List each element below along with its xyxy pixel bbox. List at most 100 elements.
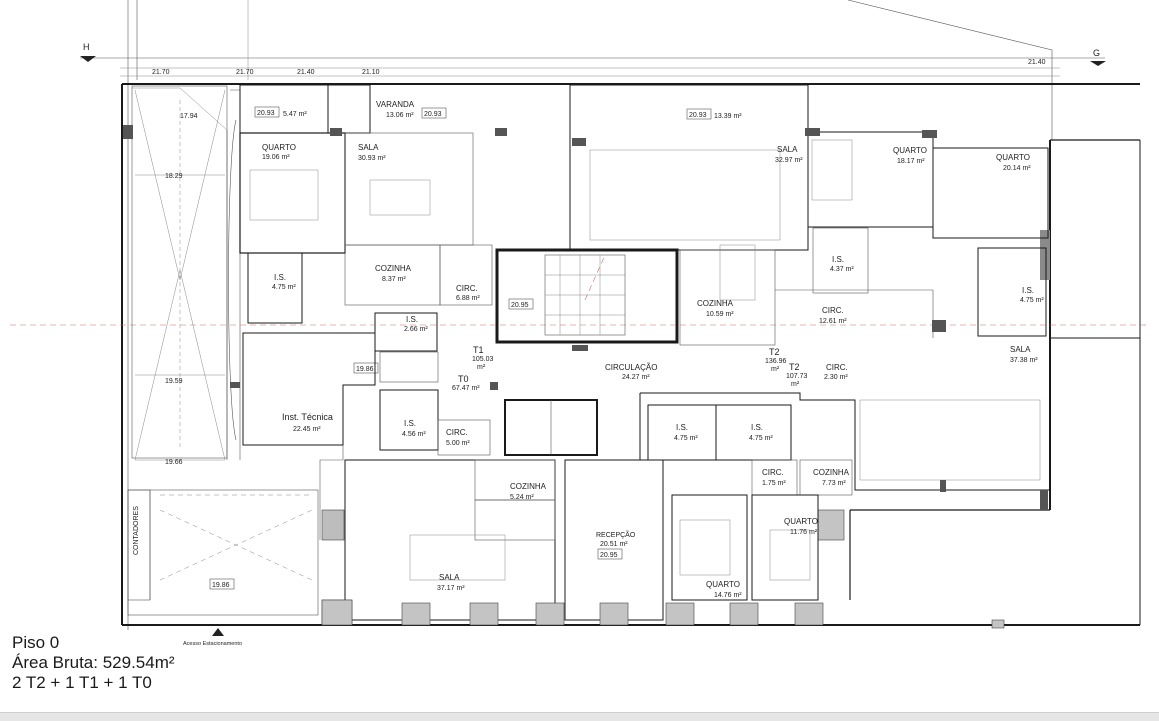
level-label: 19.86 [212, 582, 230, 589]
room-name: I.S. [676, 423, 688, 432]
level-label: 17.94 [180, 113, 198, 120]
room-name: QUARTO [262, 143, 296, 152]
room-name: CIRC. [826, 363, 848, 372]
room-area: 5.00 m² [446, 440, 470, 447]
level-label: 19.66 [165, 459, 183, 466]
room-name: CIRC. [446, 428, 468, 437]
section-marker-h: H [83, 42, 90, 52]
room-area: 4.75 m² [674, 435, 698, 442]
room-area: 1.75 m² [762, 480, 786, 487]
room-name: VARANDA [376, 100, 415, 109]
building-walls [121, 83, 1141, 626]
entrance-arrow-icon [212, 628, 224, 636]
floor-label: Piso 0 [12, 633, 60, 652]
room-area: 4.75 m² [749, 435, 773, 442]
room-area: 20.14 m² [1003, 165, 1031, 172]
level-label: 19.86 [356, 366, 374, 373]
room-area: 136.96 [765, 358, 787, 365]
room-name: QUARTO [893, 146, 927, 155]
contadores-label: CONTADORES [133, 506, 140, 555]
room-name: CIRC. [456, 284, 478, 293]
reception-walls [564, 459, 664, 621]
level-label: 20.95 [600, 552, 618, 559]
level-label: 21.10 [362, 69, 380, 76]
scan-bottom-edge [0, 712, 1159, 721]
room-area: 5.47 m² [283, 111, 307, 118]
level-label: 20.93 [424, 111, 442, 118]
room-area: 22.45 m² [293, 426, 321, 433]
apartment-t2b-walls [639, 392, 1050, 601]
wall-blocks [123, 125, 1048, 510]
room-area: 32.97 m² [775, 157, 803, 164]
typology-label: T1 [473, 345, 484, 355]
room-name: RECEPÇÃO [596, 530, 636, 539]
typology-label: T2 [769, 347, 780, 357]
room-name: CIRCULAÇÃO [605, 363, 657, 372]
typology-label: T0 [458, 374, 469, 384]
room-area: 8.37 m² [382, 276, 406, 283]
room-name: COZINHA [813, 468, 850, 477]
level-label: 20.95 [511, 302, 529, 309]
room-name: I.S. [274, 273, 286, 282]
room-area: 4.37 m² [830, 266, 854, 273]
room-area: 2.30 m² [824, 374, 848, 381]
parking-bay [127, 489, 319, 616]
typology-summary: 2 T2 + 1 T1 + 1 T0 [12, 673, 152, 692]
room-area: 13.39 m² [714, 113, 742, 120]
acesso-label: Acesso Estacionamento [183, 641, 242, 647]
room-name: COZINHA [697, 299, 734, 308]
room-area: m² [791, 381, 800, 388]
room-area: m² [771, 366, 780, 373]
room-name: CIRC. [762, 468, 784, 477]
room-name: I.S. [406, 315, 418, 324]
room-area: 4.75 m² [272, 284, 296, 291]
room-name: Inst. Técnica [282, 412, 333, 422]
room-name: SALA [1010, 345, 1031, 354]
level-label: 21.70 [236, 69, 254, 76]
room-area: 13.06 m² [386, 112, 414, 119]
room-area: 67.47 m² [452, 385, 480, 392]
apartment-t1-walls [239, 84, 493, 383]
room-name: I.S. [404, 419, 416, 428]
level-label: 21.40 [1028, 59, 1046, 66]
level-label: 21.40 [297, 69, 315, 76]
level-label: 20.93 [689, 112, 707, 119]
room-area: 37.38 m² [1010, 357, 1038, 364]
room-name: QUARTO [706, 580, 740, 589]
room-area: 107.73 [786, 373, 808, 380]
stair-core [495, 248, 679, 456]
room-area: 4.75 m² [1020, 297, 1044, 304]
room-area: 24.27 m² [622, 374, 650, 381]
room-name: I.S. [1022, 286, 1034, 295]
parking-ramp [131, 85, 241, 461]
room-area: 18.17 m² [897, 158, 925, 165]
room-area: 19.06 m² [262, 154, 290, 161]
typology-label: T2 [789, 362, 800, 372]
room-area: 5.24 m² [510, 494, 534, 501]
room-area: 12.61 m² [819, 318, 847, 325]
room-name: QUARTO [784, 517, 818, 526]
level-label: 20.93 [257, 110, 275, 117]
room-area: 6.88 m² [456, 295, 480, 302]
facade-columns [321, 230, 1050, 629]
room-name: SALA [439, 573, 460, 582]
room-area: 10.59 m² [706, 311, 734, 318]
room-area: 37.17 m² [437, 585, 465, 592]
room-name: COZINHA [375, 264, 412, 273]
room-area: m² [477, 364, 486, 371]
level-label: 21.70 [152, 69, 170, 76]
level-label: 18.29 [165, 173, 183, 180]
room-name: SALA [358, 143, 379, 152]
room-name: QUARTO [996, 153, 1030, 162]
room-area: 105.03 [472, 356, 494, 363]
room-name: SALA [777, 145, 798, 154]
room-area: 2.66 m² [404, 326, 428, 333]
inst-tecnica-walls [242, 332, 491, 540]
room-name: I.S. [751, 423, 763, 432]
room-area: 4.56 m² [402, 431, 426, 438]
section-marker-g: G [1093, 48, 1100, 58]
room-name: I.S. [832, 255, 844, 264]
room-area: 30.93 m² [358, 155, 386, 162]
room-name: CIRC. [822, 306, 844, 315]
